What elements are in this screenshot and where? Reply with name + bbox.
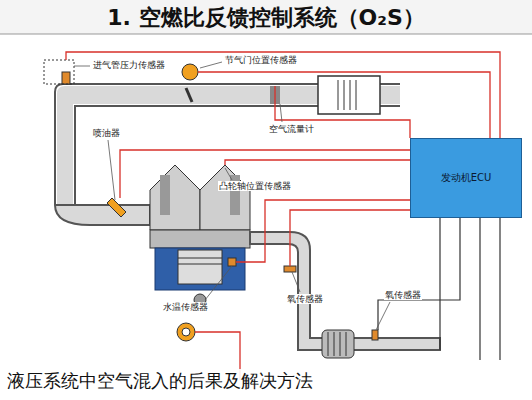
oxygen-sensor bbox=[284, 266, 296, 272]
coolant-sensor bbox=[228, 258, 236, 266]
oxygen-sensor bbox=[372, 330, 378, 340]
part-label: 水温传感器 bbox=[162, 302, 209, 312]
part-label: 氧传感器 bbox=[286, 294, 324, 304]
part-label: 空气流量计 bbox=[268, 124, 315, 134]
part-label: 进气管压力传感器 bbox=[92, 60, 166, 70]
air-filter bbox=[318, 76, 380, 114]
leader-line bbox=[74, 62, 390, 330]
crank-sensor bbox=[177, 323, 195, 341]
part-label: 节气门位置传感器 bbox=[224, 55, 298, 65]
part-label: 氧传感器 bbox=[384, 290, 422, 300]
catalytic-converter bbox=[322, 330, 354, 358]
title-band bbox=[0, 0, 532, 34]
part-label: 凸轮轴位置传感器 bbox=[218, 181, 292, 191]
injector bbox=[107, 198, 126, 217]
signal-wire bbox=[378, 218, 500, 360]
caption: 液压系统中空气混入的后果及解决方法 bbox=[4, 369, 316, 393]
part-label: 喷油器 bbox=[92, 128, 121, 138]
node-label: 发动机ECU bbox=[441, 171, 492, 185]
ecu-box: 发动机ECU bbox=[410, 138, 522, 218]
throttle-valve bbox=[186, 88, 192, 102]
map-sensor bbox=[62, 72, 70, 84]
title: 1. 空燃比反馈控制系统（O₂S） bbox=[0, 3, 532, 33]
intake-manifold bbox=[55, 205, 150, 225]
throttle-sensor bbox=[182, 64, 198, 80]
